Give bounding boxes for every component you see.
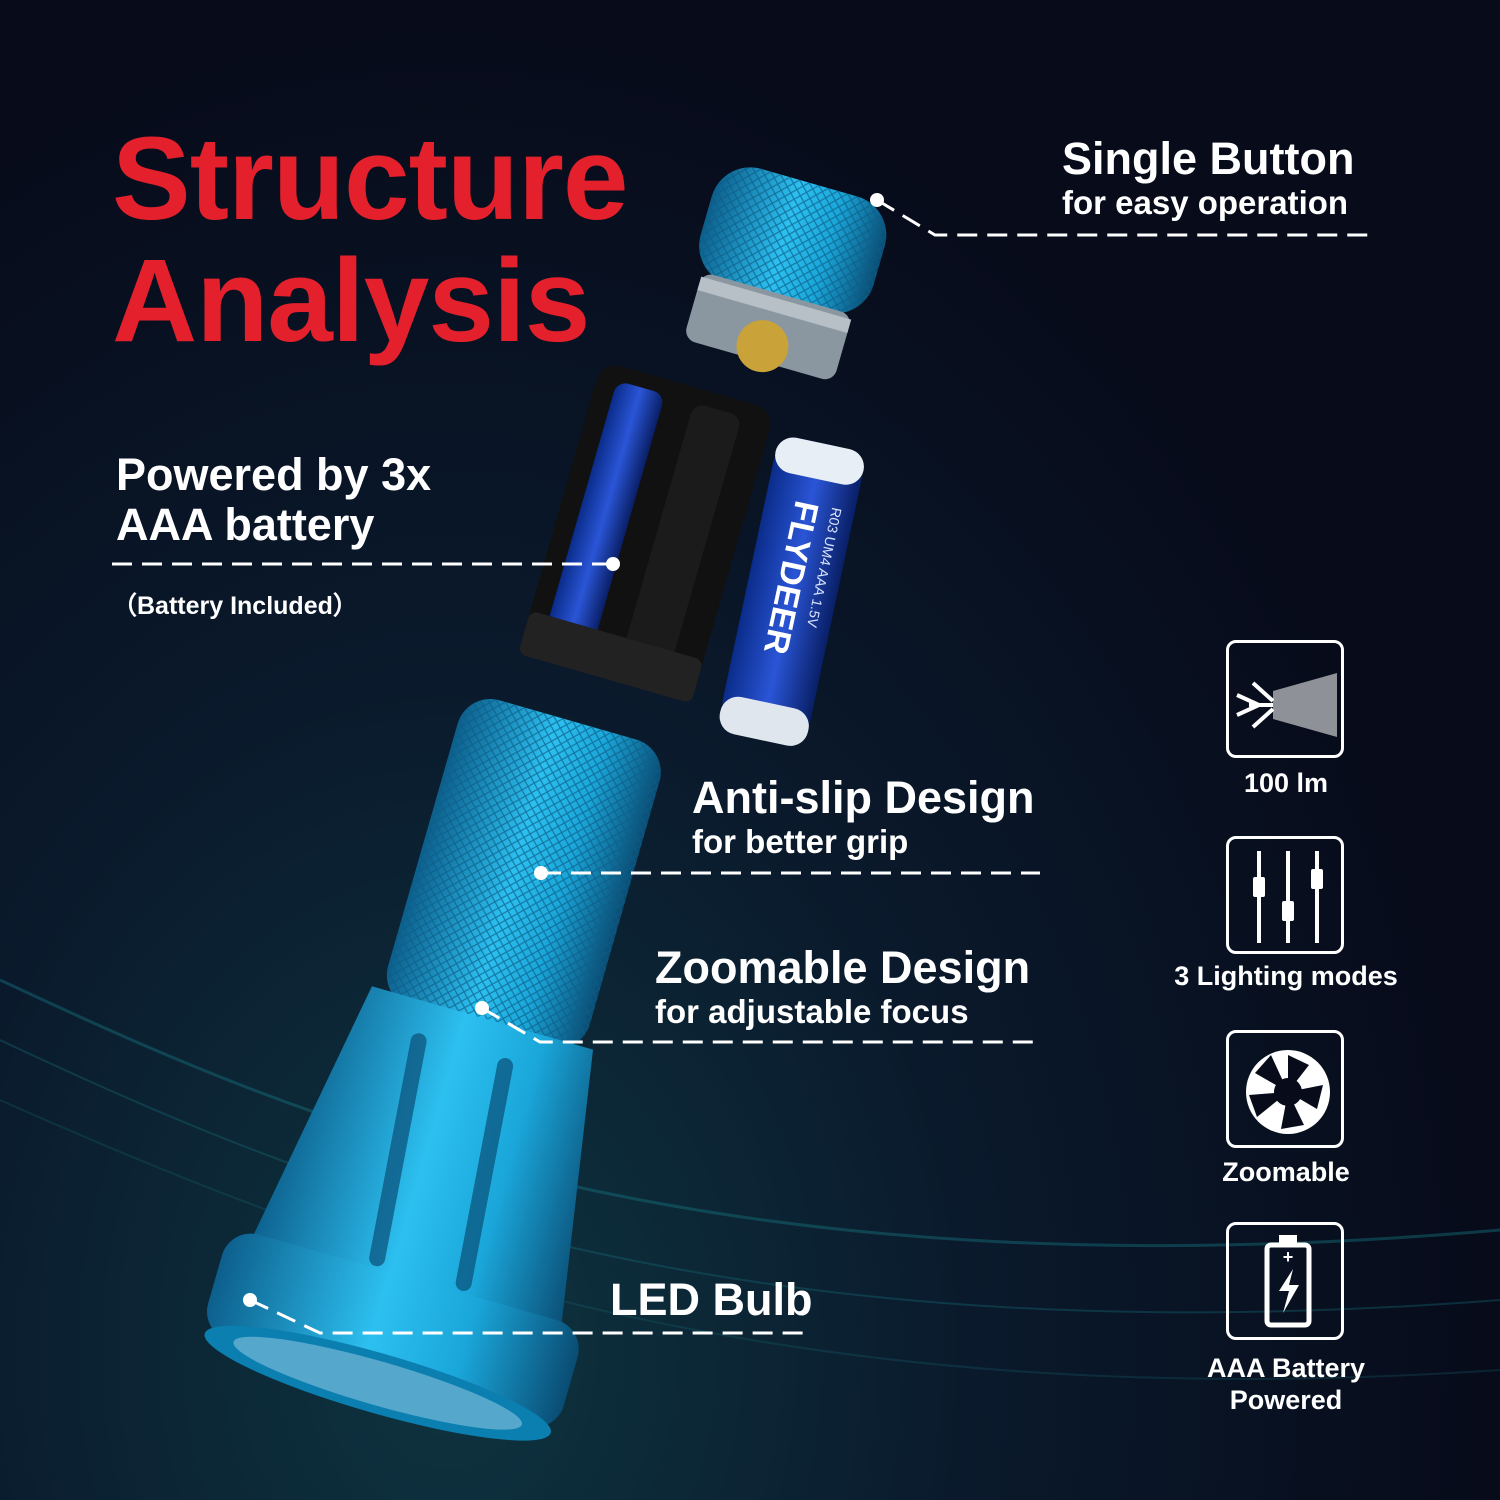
feature-modes	[1226, 836, 1344, 954]
feature-power: +	[1226, 1222, 1344, 1340]
feature-brightness-label: 100 lm	[1243, 768, 1329, 798]
feature-brightness	[1226, 640, 1344, 758]
callout-title: LED Bulb	[610, 1274, 813, 1325]
callout-single-button: Single Button for easy operation	[1062, 134, 1354, 222]
callout-subtitle: for easy operation	[1062, 184, 1349, 221]
headline-line-2: Analysis	[112, 235, 590, 367]
headline: Structure Analysis	[112, 113, 629, 367]
feature-power-label-line-2: Powered	[1229, 1385, 1343, 1415]
callout-title-line-2: AAA battery	[116, 499, 375, 550]
aaa-battery: FLYDEER R03 UM4 AAA 1.5V	[719, 437, 864, 746]
feature-zoom-label: Zoomable	[1222, 1157, 1350, 1187]
feature-modes-label: 3 Lighting modes	[1174, 961, 1398, 991]
callout-title: Anti-slip Design	[692, 772, 1035, 823]
callout-subtitle: for better grip	[692, 823, 909, 860]
callout-anti-slip: Anti-slip Design for better grip	[692, 773, 1035, 861]
callout-title: Single Button	[1062, 133, 1355, 184]
callout-subtitle: for adjustable focus	[655, 993, 969, 1030]
callout-battery: Powered by 3x AAA battery	[116, 450, 431, 550]
callout-lines	[112, 193, 1370, 1335]
feature-zoom	[1226, 1030, 1344, 1148]
callout-zoomable: Zoomable Design for adjustable focus	[655, 943, 1030, 1031]
light-beam-icon	[1236, 673, 1337, 737]
svg-text:+: +	[1283, 1247, 1294, 1267]
flashlight-body	[204, 699, 661, 1441]
callout-title: Zoomable Design	[655, 942, 1031, 993]
battery-carrier	[519, 365, 771, 702]
callout-led-bulb: LED Bulb	[610, 1275, 812, 1325]
feature-power-label: AAA Battery Powered	[1156, 1352, 1416, 1416]
callout-title-line-1: Powered by 3x	[116, 449, 432, 500]
battery-icon: +	[1264, 1235, 1312, 1328]
headline-line-1: Structure	[112, 113, 629, 245]
aperture-icon	[1246, 1050, 1330, 1134]
feature-power-label-line-1: AAA Battery	[1206, 1353, 1366, 1383]
battery-included-note: （Battery Included）	[112, 592, 358, 620]
tail-cap	[686, 167, 887, 380]
sliders-icon	[1253, 851, 1323, 943]
